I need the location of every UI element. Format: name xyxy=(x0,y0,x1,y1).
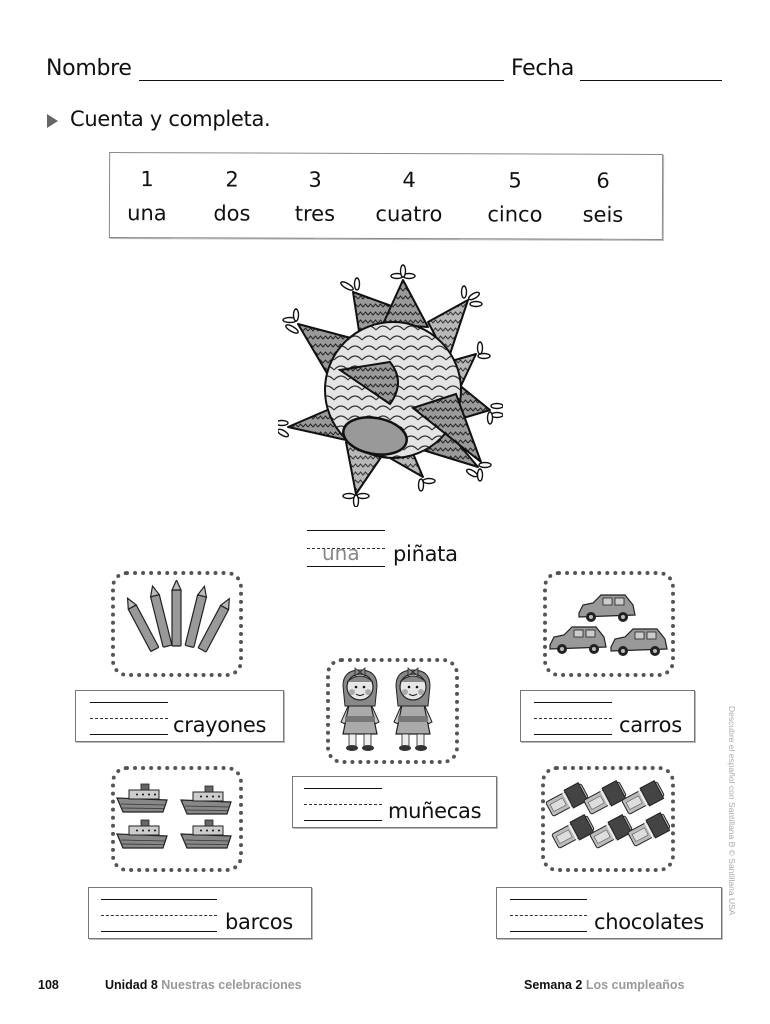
key-number: 1 xyxy=(140,167,154,192)
week-info: Semana 2 Los cumpleaños xyxy=(524,978,685,992)
week-title: Los cumpleaños xyxy=(585,978,685,992)
item-noun: crayones xyxy=(173,713,267,737)
name-field[interactable] xyxy=(139,80,504,81)
answer-line-top xyxy=(101,899,217,900)
doll-icon xyxy=(393,667,433,752)
boats-illustration xyxy=(116,783,232,849)
dolls-illustration xyxy=(340,667,433,752)
instruction-text: Cuenta y completa. xyxy=(70,107,271,131)
page-number: 108 xyxy=(38,978,59,992)
answer-line-top xyxy=(534,702,612,703)
crayons-illustration xyxy=(126,580,231,653)
answer-box-crayones: crayones xyxy=(75,690,284,742)
key-number: 4 xyxy=(402,168,416,193)
answer-line-mid xyxy=(510,915,587,916)
chocolate-icon xyxy=(619,780,667,818)
answer-line-mid xyxy=(534,718,612,719)
key-word: dos xyxy=(213,201,251,226)
answer-line-top xyxy=(90,702,168,703)
answer-line-top xyxy=(304,788,382,789)
answer-line-top xyxy=(307,530,385,531)
cars-frame xyxy=(543,571,675,677)
car-icon xyxy=(610,628,668,657)
chocolate-icon xyxy=(549,812,597,852)
side-credit: Descubre el español con Santillana B © S… xyxy=(727,706,737,916)
date-field[interactable] xyxy=(580,80,722,81)
boat-icon xyxy=(116,819,168,849)
answer-box-chocolates: chocolates xyxy=(496,887,722,939)
example-noun: piñata xyxy=(393,542,458,566)
answer-input[interactable] xyxy=(304,820,382,821)
key-word: cuatro xyxy=(375,201,443,227)
dolls-frame xyxy=(326,658,459,764)
answer-input[interactable] xyxy=(101,931,217,932)
answer-input[interactable] xyxy=(534,734,612,735)
example-answer: una xyxy=(322,541,360,565)
chocolate-icon xyxy=(587,812,635,852)
answer-input[interactable] xyxy=(90,734,168,735)
crayons-frame xyxy=(111,571,243,677)
car-icon xyxy=(578,594,636,623)
answer-line-mid xyxy=(304,804,382,805)
play-triangle-icon xyxy=(47,114,58,128)
chocolate-icon xyxy=(545,780,591,820)
week-label: Semana 2 xyxy=(524,978,583,992)
key-number: 3 xyxy=(308,167,322,192)
key-number: 2 xyxy=(225,167,239,192)
cars-illustration xyxy=(549,594,668,657)
key-word: cinco xyxy=(487,202,543,227)
chocolates-illustration xyxy=(545,780,670,852)
answer-input[interactable] xyxy=(510,931,587,932)
boats-frame xyxy=(111,766,243,872)
answer-box-barcos: barcos xyxy=(88,887,312,939)
unit-label: Unidad 8 xyxy=(105,978,158,992)
key-number: 6 xyxy=(596,168,610,193)
item-noun: barcos xyxy=(225,910,293,934)
chocolate-icon xyxy=(581,780,629,818)
unit-info: Unidad 8 Nuestras celebraciones xyxy=(105,978,302,992)
answer-box-carros: carros xyxy=(520,690,695,742)
answer-box-munecas: muñecas xyxy=(292,776,497,828)
key-item: 4 cuatro xyxy=(364,168,454,226)
boat-icon xyxy=(180,785,232,815)
answer-line-top xyxy=(510,899,587,900)
chocolate-icon xyxy=(625,810,670,850)
key-word: tres xyxy=(294,201,336,226)
car-icon xyxy=(549,626,607,655)
unit-title: Nuestras celebraciones xyxy=(161,978,302,992)
key-item: 3 tres xyxy=(270,168,360,226)
key-item: 2 dos xyxy=(187,167,277,225)
chocolates-frame xyxy=(541,766,675,872)
answer-line-mid xyxy=(90,718,168,719)
date-label: Fecha xyxy=(511,56,575,81)
number-key-box: 1 una 2 dos 3 tres 4 cuatro 5 cinco 6 se… xyxy=(108,152,664,240)
doll-icon xyxy=(340,667,380,752)
item-noun: chocolates xyxy=(594,910,704,934)
key-word: seis xyxy=(582,202,624,227)
item-noun: carros xyxy=(619,713,682,737)
answer-line-mid xyxy=(307,548,385,549)
key-word: una xyxy=(127,201,167,226)
key-item: 5 cinco xyxy=(470,168,560,226)
key-item: 1 una xyxy=(102,167,192,225)
pinata-illustration xyxy=(278,264,503,507)
key-number: 5 xyxy=(508,168,522,193)
item-noun: muñecas xyxy=(388,799,482,823)
name-label: Nombre xyxy=(46,56,132,81)
answer-line-mid xyxy=(101,915,217,916)
boat-icon xyxy=(180,819,232,849)
answer-line-base[interactable] xyxy=(307,566,385,567)
key-item: 6 seis xyxy=(558,169,648,227)
boat-icon xyxy=(116,783,168,813)
